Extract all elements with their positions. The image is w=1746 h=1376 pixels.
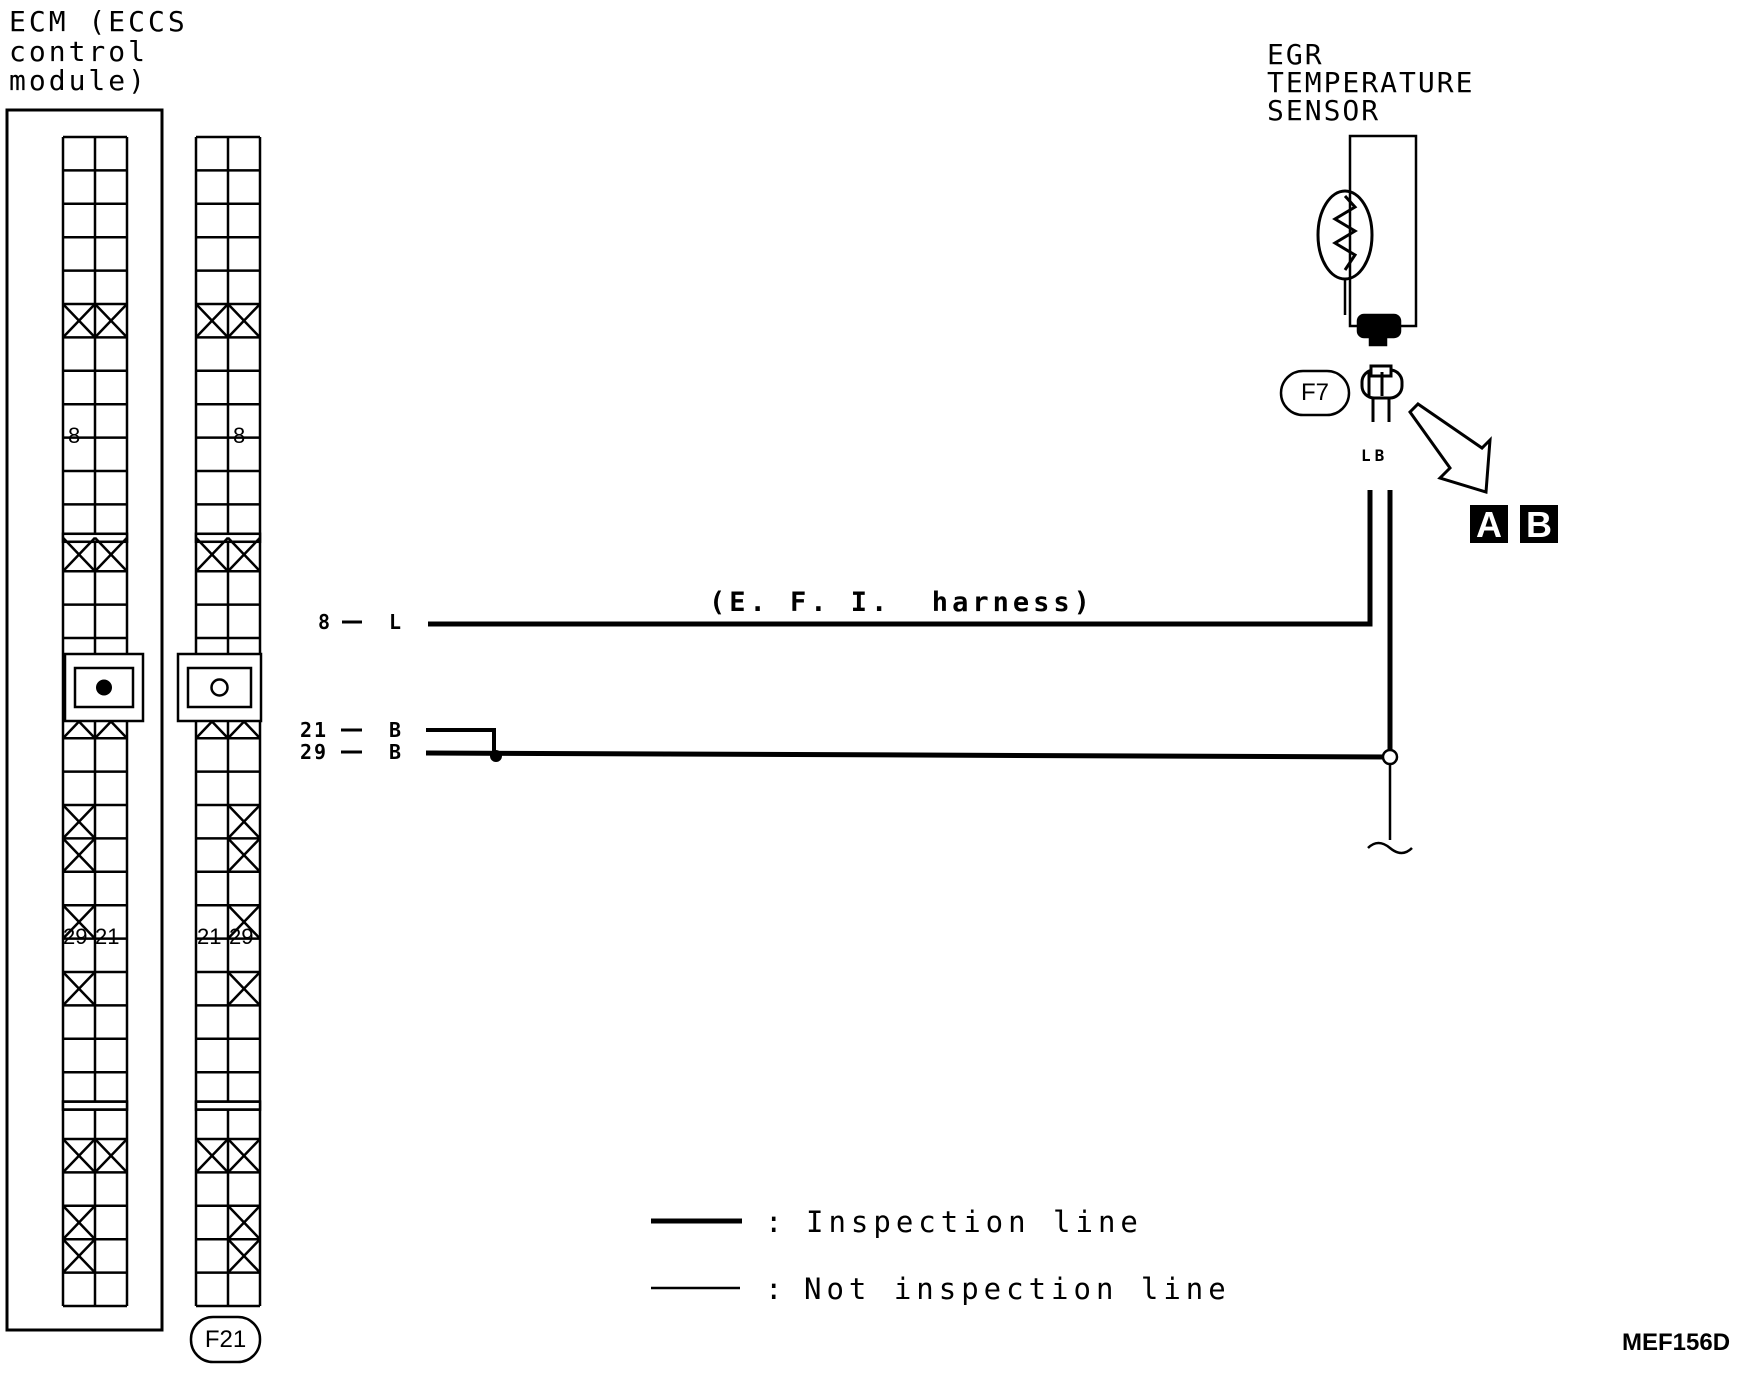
legend-not-inspection-sep: : [765,1272,788,1306]
ecm-title-line1: ECM (ECCS [9,5,188,38]
legend-inspection-sep: : [765,1205,788,1239]
ecm-body [5,108,164,1332]
wire29-color: B [389,740,404,764]
ecm-connector-right [176,135,263,1308]
f7-oval [1279,369,1351,417]
ecm-title-line3: module) [9,64,149,97]
ecm-left-pin21-label: 21 [95,924,120,949]
sensor-title-line3: SENSOR [1267,94,1381,127]
f7-connector-symbol [1360,364,1404,422]
callout-b-badge: B [1520,505,1558,545]
sensor-title-line2: TEMPERATURE [1267,66,1475,99]
wire8-pin: 8 [318,610,333,634]
wire-pin8-l [342,490,1373,627]
figure-id: MEF156D [1622,1329,1731,1356]
ecm-right-pin21-label: 21 [197,924,222,949]
wire21-pin: 21 [300,718,329,742]
wire-pin21-29-b [341,728,1391,762]
ecm-left-pin29-label: 29 [63,924,88,949]
egr-sensor-body [1316,134,1418,347]
sensor-wire-colors: LB [1361,446,1389,465]
legend-not-inspection-label: Not inspection line [804,1272,1231,1306]
ecm-connector-left [61,135,145,1308]
ecm-left-pin8-label: 8 [68,423,81,448]
ecm-connector-id: F21 [204,1326,247,1353]
sensor-connector-id: F7 [1300,379,1329,406]
sensor-title-line1: EGR [1267,38,1324,71]
legend-inspection-label: Inspection line [806,1205,1143,1239]
wire21-color: B [389,718,404,742]
f21-oval [189,1315,262,1364]
harness-label: (E. F. I. harness) [709,587,1094,618]
callout-a-badge: A [1470,505,1508,545]
wire8-color: L [389,610,404,634]
ecm-title-line2: control [9,35,149,68]
ecm-right-pin8-label: 8 [233,423,246,448]
callout-arrow [1408,402,1492,494]
ground-wire [1367,490,1413,855]
ecm-right-pin29-label: 29 [229,924,254,949]
wire29-pin: 29 [300,740,329,764]
